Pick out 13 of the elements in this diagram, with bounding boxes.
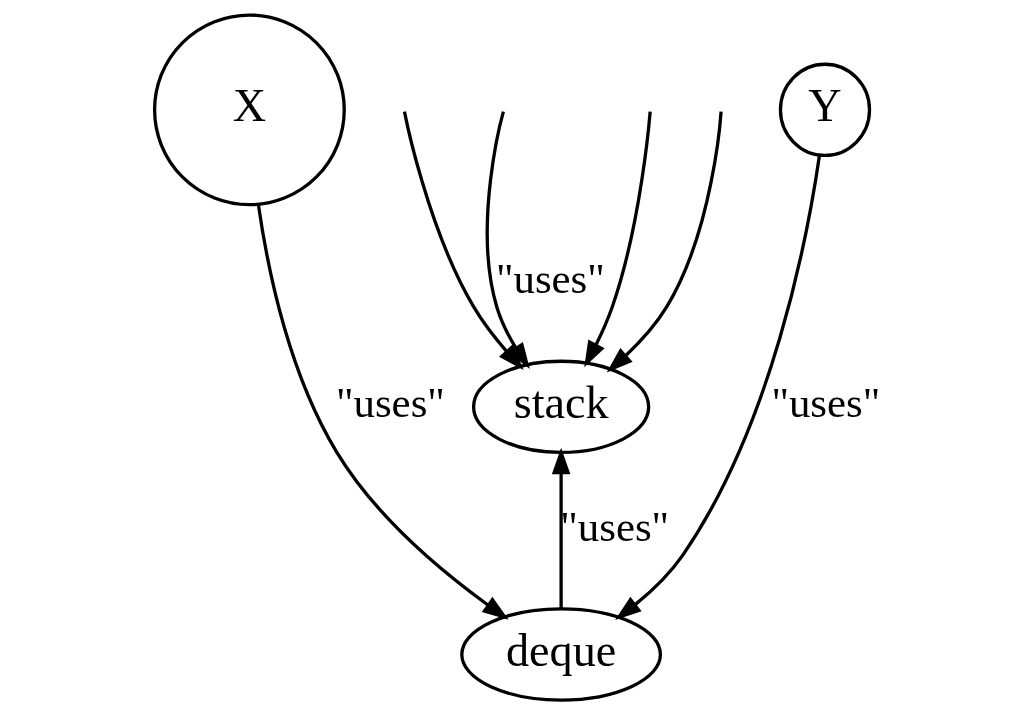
arrow xyxy=(256,204,509,620)
edge-label: "uses" xyxy=(560,503,670,551)
arrow xyxy=(551,447,571,609)
arrow xyxy=(584,111,652,368)
node-circle: Y xyxy=(778,62,872,158)
edge-label: "uses" xyxy=(336,379,445,427)
arrow xyxy=(615,155,822,621)
edge-label: "uses" xyxy=(495,255,605,303)
node-ellipse: deque xyxy=(460,607,663,702)
node-circle: X xyxy=(152,13,346,207)
arrow xyxy=(606,111,723,373)
edge-label: "uses" xyxy=(771,379,881,427)
node-ellipse: stack xyxy=(471,359,651,455)
